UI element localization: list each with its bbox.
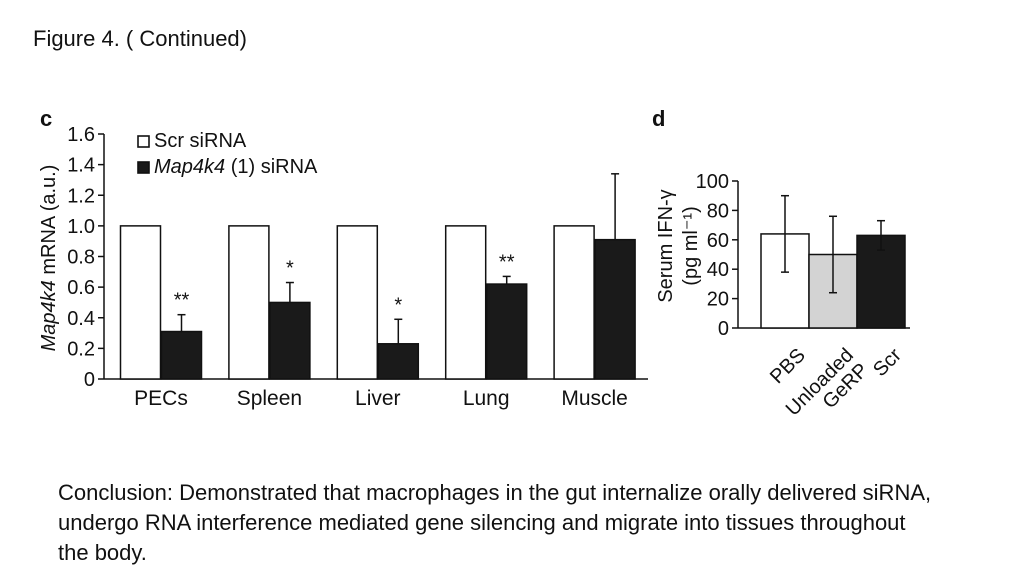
panel-d-chart: d Serum IFN-γ (pg ml⁻¹) 020406080100PBSU… xyxy=(652,106,910,420)
bar-scr-pecs xyxy=(119,225,162,380)
legend-label-scr-sirna: Scr siRNA xyxy=(154,130,247,152)
panel-c-y-tick-label: 0.2 xyxy=(67,338,95,360)
slide-title: Figure 4. ( Continued) xyxy=(33,26,247,51)
panel-d-y-tick-label: 80 xyxy=(707,200,729,222)
panel-d-bars xyxy=(760,194,906,329)
panel-d-x-tick-label-line: PBS xyxy=(766,344,810,388)
panel-c-chart: c Map4k4 mRNA (a.u.) 0 0.2 0.4 0.6 0.8 1.0 1.2… xyxy=(38,106,648,410)
panel-d-y-tick-label: 20 xyxy=(707,289,729,311)
panel-c-y-tick-label: 1.6 xyxy=(67,124,95,146)
significance-liver: * xyxy=(394,294,402,316)
legend-label-map4k4-rest: (1) siRNA xyxy=(225,156,318,178)
panel-d-y-axis-label-line1: Serum IFN-γ xyxy=(655,189,677,302)
legend-label-map4k4-sirna: Map4k4 (1) siRNA xyxy=(154,156,318,178)
panel-c-y-axis-label-italic: Map4k4 xyxy=(38,280,60,351)
panel-c-y-tick-label: 1.2 xyxy=(67,185,95,207)
panel-d-x-tick-label-scr: Scr xyxy=(869,344,906,381)
panel-d-y-tick-label: 40 xyxy=(707,259,729,281)
legend-swatch-scr-sirna xyxy=(137,135,150,148)
panel-d-label: d xyxy=(652,106,665,131)
panel-d-y-tick-label: 0 xyxy=(718,318,729,340)
panel-d-x-tick-label-line: Scr xyxy=(869,344,906,381)
panel-c-x-tick-label-lung: Lung xyxy=(463,387,510,410)
legend-label-map4k4-italic: Map4k4 xyxy=(154,156,225,178)
bar-map4k4-lung xyxy=(485,283,528,380)
panel-c-y-tick-label: 0.6 xyxy=(67,277,95,299)
significance-pecs: ** xyxy=(174,290,190,312)
panel-d-y-tick-label: 100 xyxy=(696,171,729,193)
bar-scr-lung xyxy=(444,225,487,380)
panel-c-legend: Scr siRNA Map4k4 (1) siRNA xyxy=(137,130,318,178)
panel-d-y-tick-label: 60 xyxy=(707,230,729,252)
panel-c-x-tick-label-spleen: Spleen xyxy=(237,387,302,410)
significance-spleen: * xyxy=(286,258,294,280)
panel-c-x-tick-label-liver: Liver xyxy=(355,387,401,410)
panel-c-y-tick-label: 0.4 xyxy=(67,308,95,330)
bar-scr-spleen xyxy=(228,225,270,380)
panel-c-bars: ****** xyxy=(119,173,636,380)
bar-map4k4-spleen xyxy=(269,301,311,380)
panel-d-y-axis-label-line2: (pg ml⁻¹) xyxy=(680,206,702,285)
panel-d-x-tick-label-pbs: PBS xyxy=(766,344,810,388)
panel-c-y-axis-label-rest: mRNA (a.u.) xyxy=(38,165,60,281)
bar-scr-liver xyxy=(336,225,379,380)
panel-c-y-tick-label: 1.0 xyxy=(67,216,95,238)
panel-c-x-tick-label-pecs: PECs xyxy=(134,387,188,410)
bar-map4k4-liver xyxy=(377,343,420,380)
panel-c-y-tick-label: 0 xyxy=(84,369,95,391)
panel-c-label: c xyxy=(40,106,52,131)
panel-c-y-tick-label: 0.8 xyxy=(67,247,95,269)
bar-scr-muscle xyxy=(553,225,595,380)
bar-map4k4-muscle xyxy=(594,238,636,380)
panel-c-y-axis-label: Map4k4 mRNA (a.u.) xyxy=(38,165,60,352)
conclusion-text: Conclusion: Demonstrated that macrophage… xyxy=(58,480,932,565)
significance-lung: ** xyxy=(499,251,515,273)
bar-map4k4-pecs xyxy=(160,330,203,380)
panel-c-x-tick-label-muscle: Muscle xyxy=(561,387,628,410)
legend-swatch-map4k4-sirna xyxy=(137,161,150,174)
panel-c-y-tick-label: 1.4 xyxy=(67,155,95,177)
